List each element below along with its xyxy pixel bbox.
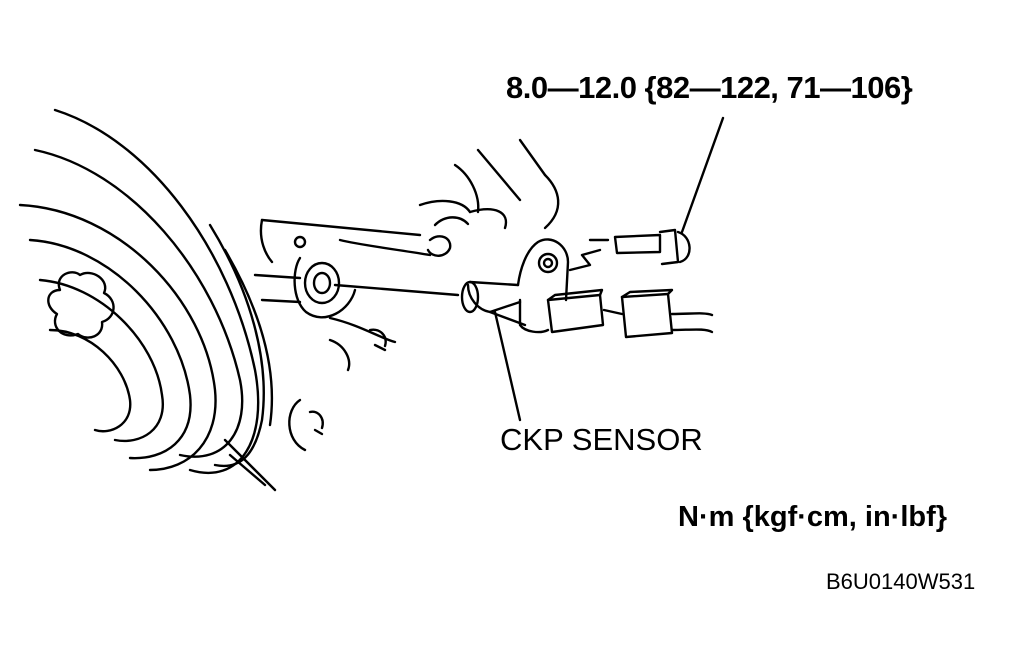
harness-connector (602, 288, 714, 339)
engine-front-cover (253, 138, 560, 452)
torque-spec-label: 8.0—12.0 {82—122, 71—106} (506, 70, 913, 105)
mounting-bolt (568, 228, 691, 272)
figure-reference-code: B6U0140W531 (826, 569, 976, 594)
ckp-sensor-label: CKP SENSOR (500, 422, 703, 457)
torque-units-label: N·m {kgf·cm, in·lbf} (678, 501, 948, 533)
leader-lines (333, 116, 725, 422)
ckp-sensor (460, 238, 605, 334)
crankshaft-pulley (18, 108, 277, 492)
